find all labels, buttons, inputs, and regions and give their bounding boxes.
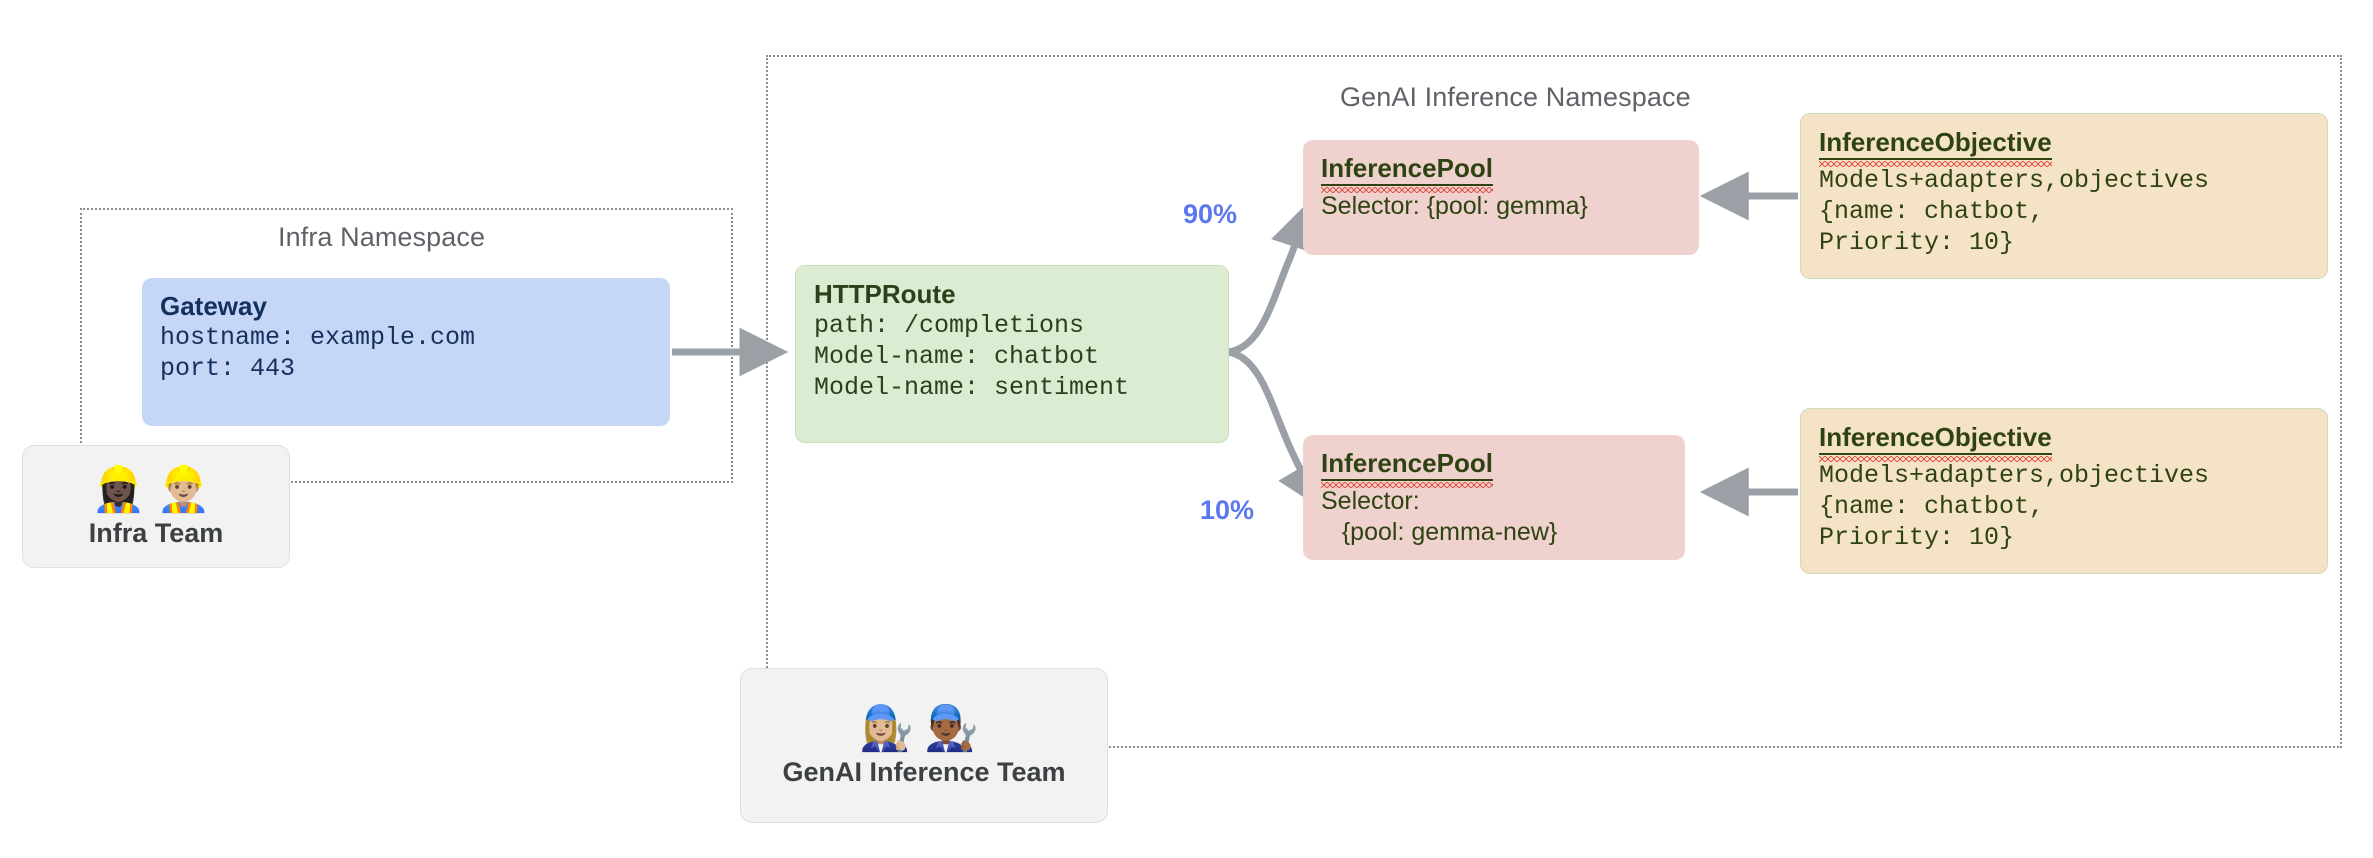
inferenceobjective-title-top: InferenceObjective bbox=[1819, 126, 2309, 167]
inferenceobjective-models-bottom: Models+adapters,objectives bbox=[1819, 461, 2210, 490]
infra-namespace-box bbox=[80, 208, 733, 483]
inferenceobjective-card-bottom[interactable]: InferenceObjective Models+adapters,objec… bbox=[1800, 408, 2328, 574]
genai-inference-team-label: GenAI Inference Team bbox=[782, 757, 1066, 787]
inferenceobjective-models-top: Models+adapters,objectives bbox=[1819, 166, 2210, 195]
inferencepool-card-gemma[interactable]: InferencePool Selector: {pool: gemma} bbox=[1303, 140, 1699, 255]
infra-team-avatar: 👷🏿‍♀️👷🏼‍♂️ bbox=[91, 464, 221, 515]
httproute-path: path: /completions bbox=[814, 311, 1085, 340]
inferenceobjective-name-top: {name: chatbot, bbox=[1819, 197, 2045, 226]
httproute-card[interactable]: HTTPRoute path: /completions Model-name:… bbox=[795, 265, 1229, 443]
inferencepool-title-gemma-new: InferencePool bbox=[1321, 447, 1667, 488]
inferencepool-selector-gemma-new-line2: {pool: gemma-new} bbox=[1321, 518, 1558, 546]
inferencepool-card-gemma-new[interactable]: InferencePool Selector: {pool: gemma-new… bbox=[1303, 435, 1685, 560]
inferenceobjective-name-bottom: {name: chatbot, bbox=[1819, 492, 2045, 521]
spellcheck-underline-icon: InferencePool bbox=[1321, 152, 1493, 193]
inferenceobjective-priority-top: Priority: 10} bbox=[1819, 228, 2015, 257]
gateway-port: port: 443 bbox=[160, 354, 296, 383]
spellcheck-underline-icon: InferenceObjective bbox=[1819, 126, 2052, 167]
infra-namespace-title: Infra Namespace bbox=[278, 222, 486, 252]
infra-team-label: Infra Team bbox=[88, 518, 224, 548]
edge-label-90-percent: 90% bbox=[1183, 199, 1238, 229]
httproute-title: HTTPRoute bbox=[814, 279, 956, 309]
genai-namespace-title: GenAI Inference Namespace bbox=[1340, 82, 1691, 112]
edge-label-10-percent: 10% bbox=[1200, 495, 1255, 525]
httproute-model-name-sentiment: Model-name: sentiment bbox=[814, 373, 1130, 402]
gateway-card[interactable]: Gateway hostname: example.com port: 443 bbox=[142, 278, 670, 426]
spellcheck-underline-icon: InferenceObjective bbox=[1819, 421, 2052, 462]
httproute-model-name-chatbot: Model-name: chatbot bbox=[814, 342, 1100, 371]
gateway-title: Gateway bbox=[160, 291, 267, 321]
gateway-hostname: hostname: example.com bbox=[160, 323, 476, 352]
genai-inference-team-chip[interactable]: 👩🏼‍🔧👨🏾‍🔧 GenAI Inference Team bbox=[740, 668, 1108, 823]
inferenceobjective-card-top[interactable]: InferenceObjective Models+adapters,objec… bbox=[1800, 113, 2328, 279]
inferencepool-selector-gemma: Selector: {pool: gemma} bbox=[1321, 192, 1588, 220]
genai-namespace-box bbox=[766, 55, 2342, 748]
spellcheck-underline-icon: InferencePool bbox=[1321, 447, 1493, 488]
infra-team-chip[interactable]: 👷🏿‍♀️👷🏼‍♂️ Infra Team bbox=[22, 445, 290, 568]
inferencepool-selector-gemma-new-line1: Selector: bbox=[1321, 487, 1420, 515]
inferenceobjective-title-bottom: InferenceObjective bbox=[1819, 421, 2309, 462]
genai-inference-team-avatar: 👩🏼‍🔧👨🏾‍🔧 bbox=[859, 703, 989, 754]
inferencepool-title-gemma: InferencePool bbox=[1321, 152, 1681, 193]
inferenceobjective-priority-bottom: Priority: 10} bbox=[1819, 523, 2015, 552]
